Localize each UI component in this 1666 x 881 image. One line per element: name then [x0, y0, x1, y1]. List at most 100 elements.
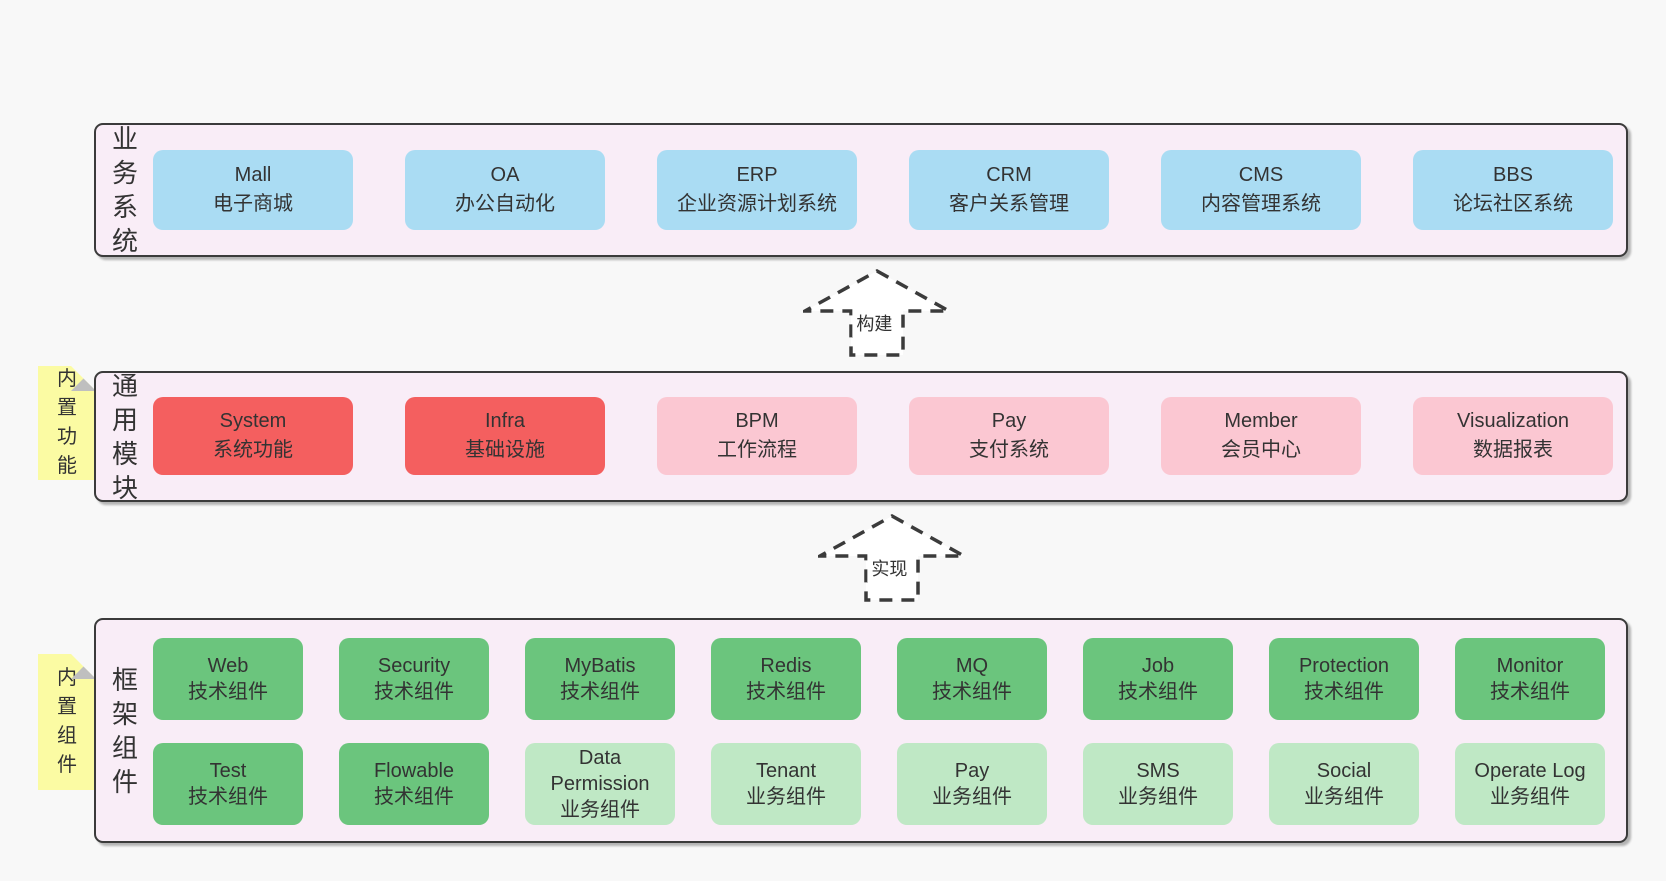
box-title-zh: 技术组件 — [1490, 681, 1570, 703]
section-label: 业务系统 — [111, 124, 138, 256]
arrow-build: 构建 — [803, 268, 951, 358]
box-title-en: BPM — [735, 410, 779, 432]
section-common-modules: 通用模块 System 系统功能 Infra 基础设施 BPM 工作流程 Pay… — [94, 371, 1628, 503]
box-visualization: Visualization 数据报表 — [1413, 397, 1613, 475]
box-web: Web 技术组件 — [153, 638, 303, 720]
box-security: Security 技术组件 — [339, 638, 489, 720]
modules-box-row: System 系统功能 Infra 基础设施 BPM 工作流程 Pay 支付系统… — [153, 397, 1626, 475]
box-title-en: Mall — [234, 164, 272, 186]
section-label: 通用模块 — [111, 370, 138, 503]
box-title-en: SMS — [1136, 760, 1180, 782]
box-sms: SMS 业务组件 — [1083, 743, 1233, 825]
box-title-en: ERP — [736, 164, 778, 186]
box-title-zh: 业务组件 — [1118, 786, 1198, 808]
box-social: Social 业务组件 — [1269, 743, 1419, 825]
box-title-zh: 基础设施 — [465, 439, 545, 461]
box-mall: Mall 电子商城 — [153, 150, 353, 230]
box-title-zh: 技术组件 — [374, 681, 454, 703]
box-title-zh: 会员中心 — [1221, 439, 1301, 461]
box-title-en: Redis — [760, 655, 812, 677]
section-label-wrap: 通用模块 — [96, 371, 154, 503]
framework-box-row-1: Web 技术组件 Security 技术组件 MyBatis 技术组件 Redi… — [153, 638, 1626, 720]
box-title-zh: 技术组件 — [374, 786, 454, 808]
box-member: Member 会员中心 — [1161, 397, 1361, 475]
box-title-zh: 论坛社区系统 — [1453, 193, 1573, 215]
box-title-zh: 系统功能 — [213, 439, 293, 461]
box-title-en: OA — [490, 164, 520, 186]
box-monitor: Monitor 技术组件 — [1455, 638, 1605, 720]
box-title-en: Test — [209, 760, 247, 782]
box-title-zh: 电子商城 — [213, 193, 293, 215]
box-title-en: System — [219, 410, 287, 432]
arrow-label: 构建 — [852, 309, 897, 337]
box-title-en: Monitor — [1496, 655, 1564, 677]
box-title-zh: 技术组件 — [746, 681, 826, 703]
box-title-zh: 支付系统 — [969, 439, 1049, 461]
box-title-zh: 业务组件 — [932, 786, 1012, 808]
box-test: Test 技术组件 — [153, 743, 303, 825]
box-erp: ERP 企业资源计划系统 — [657, 150, 857, 230]
box-title-en: MQ — [955, 655, 989, 677]
box-title-zh: 工作流程 — [717, 439, 797, 461]
box-title-zh: 技术组件 — [1304, 681, 1384, 703]
framework-box-row-2: Test 技术组件 Flowable 技术组件 Data Permission … — [153, 743, 1626, 825]
box-title-en: Pay — [991, 410, 1027, 432]
box-protection: Protection 技术组件 — [1269, 638, 1419, 720]
box-title-en: BBS — [1492, 164, 1534, 186]
box-title-en: CMS — [1238, 164, 1284, 186]
section-label: 框架组件 — [111, 664, 138, 797]
box-title-zh: 企业资源计划系统 — [677, 193, 837, 215]
sticky-note-builtin-features: 内置功能 — [38, 366, 96, 480]
box-title-zh: 业务组件 — [1490, 786, 1570, 808]
box-cms: CMS 内容管理系统 — [1161, 150, 1361, 230]
box-title-zh: 内容管理系统 — [1201, 193, 1321, 215]
box-crm: CRM 客户关系管理 — [909, 150, 1109, 230]
arrow-implement: 实现 — [818, 513, 966, 603]
box-title-en: MyBatis — [564, 655, 636, 677]
box-bbs: BBS 论坛社区系统 — [1413, 150, 1613, 230]
box-title-zh: 业务组件 — [560, 799, 640, 821]
box-title-en: Security — [377, 655, 451, 677]
box-title-en: Operate Log — [1474, 760, 1586, 782]
box-redis: Redis 技术组件 — [711, 638, 861, 720]
box-bpm: BPM 工作流程 — [657, 397, 857, 475]
box-title-en: Web — [207, 655, 249, 677]
sticky-note-label: 内置功能 — [57, 368, 77, 477]
box-operate-log: Operate Log 业务组件 — [1455, 743, 1605, 825]
box-mq: MQ 技术组件 — [897, 638, 1047, 720]
box-mybatis: MyBatis 技术组件 — [525, 638, 675, 720]
box-title-zh: 客户关系管理 — [949, 193, 1069, 215]
section-framework-components: 框架组件 Web 技术组件 Security 技术组件 MyBatis 技术组件… — [94, 618, 1628, 843]
box-title-zh: 技术组件 — [188, 681, 268, 703]
box-data-permission: Data Permission 业务组件 — [525, 743, 675, 825]
sticky-note-builtin-components: 内置组件 — [38, 654, 96, 790]
section-label-wrap: 框架组件 — [96, 620, 154, 841]
box-title-en: Flowable — [373, 760, 455, 782]
business-box-row: Mall 电子商城 OA 办公自动化 ERP 企业资源计划系统 CRM 客户关系… — [153, 150, 1626, 230]
box-title-zh: 业务组件 — [1304, 786, 1384, 808]
note-fold-corner — [71, 366, 96, 391]
box-title-en: CRM — [986, 164, 1032, 186]
box-title-zh: 技术组件 — [1118, 681, 1198, 703]
section-business-systems: 业务系统 Mall 电子商城 OA 办公自动化 ERP 企业资源计划系统 CRM… — [94, 123, 1628, 257]
box-title-zh: 数据报表 — [1473, 439, 1553, 461]
box-infra: Infra 基础设施 — [405, 397, 605, 475]
box-oa: OA 办公自动化 — [405, 150, 605, 230]
box-title-zh: 技术组件 — [188, 786, 268, 808]
box-title-en: Job — [1141, 655, 1175, 677]
box-title-en: Infra — [484, 410, 526, 432]
box-title-en: Social — [1316, 760, 1372, 782]
note-fold-corner — [71, 654, 96, 679]
box-title-en: Pay — [954, 760, 990, 782]
box-job: Job 技术组件 — [1083, 638, 1233, 720]
box-title-zh: 业务组件 — [746, 786, 826, 808]
sticky-note-label: 内置组件 — [57, 667, 77, 776]
box-title-zh: 办公自动化 — [455, 193, 555, 215]
box-title-en: Member — [1224, 410, 1298, 432]
box-title-en: Visualization — [1457, 410, 1569, 432]
box-system: System 系统功能 — [153, 397, 353, 475]
box-pay-system: Pay 支付系统 — [909, 397, 1109, 475]
box-tenant: Tenant 业务组件 — [711, 743, 861, 825]
section-label-wrap: 业务系统 — [96, 124, 154, 256]
